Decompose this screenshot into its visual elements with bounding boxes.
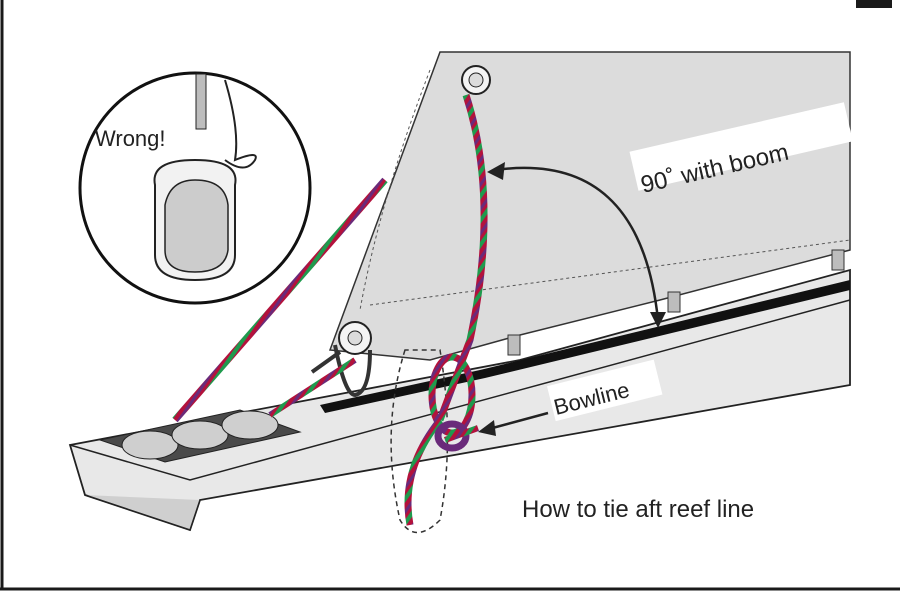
top-cringle-hole [469,73,483,87]
corner-block [856,0,892,8]
slide [508,335,520,355]
wrong-label: Wrong! [95,126,166,151]
inset-slide [196,74,206,129]
inset-boom-inner [165,180,228,272]
slide [668,292,680,312]
sheave [222,411,278,439]
boom-end-cap [85,495,200,530]
sheave [122,431,178,459]
sheave [172,421,228,449]
slide [832,250,844,270]
caption: How to tie aft reef line [522,496,754,523]
tack-cringle-hole [348,331,362,345]
